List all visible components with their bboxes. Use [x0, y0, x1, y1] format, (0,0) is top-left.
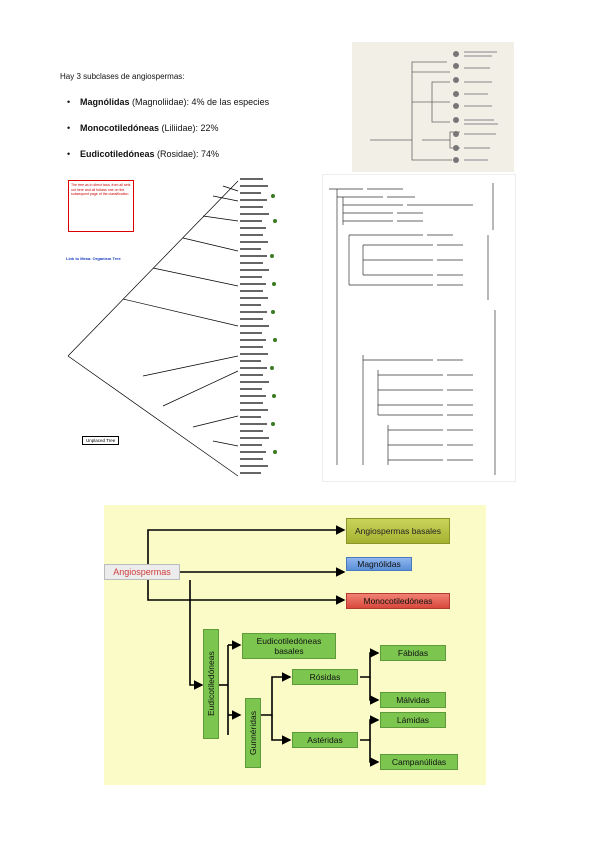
subclass-detail: (Rosidae): 74% [154, 149, 220, 159]
list-item: Monocotiledóneas (Liliidae): 22% [67, 122, 269, 148]
subclass-detail: (Magnoliidae): 4% de las especies [129, 97, 270, 107]
node-fabidas: Fábidas [380, 645, 446, 661]
node-campanulidas: Campanúlidas [380, 754, 458, 770]
node-monocotiledoneas: Monocotiledóneas [346, 593, 450, 609]
classification-diagram: Angiospermas Angiospermas basales Magnól… [104, 505, 486, 785]
subclass-name: Magnólidas [80, 97, 130, 107]
node-angiospermas: Angiospermas [104, 564, 180, 580]
subclass-detail: (Liliidae): 22% [159, 123, 219, 133]
node-gunneridas: Gunnéridas [245, 698, 261, 768]
node-rosidas: Rósidas [292, 669, 358, 685]
node-lamidas: Lámidas [380, 712, 446, 728]
subclass-name: Eudicotiledóneas [80, 149, 155, 159]
tree-of-life-svg [67, 178, 277, 477]
diagram-connectors [147, 525, 380, 767]
subclass-name: Monocotiledóneas [80, 123, 160, 133]
node-magnolidas: Magnólidas [346, 557, 412, 571]
phylogeny-small-svg [370, 51, 498, 163]
unplaced-tree-button[interactable]: Unplaced Tree [82, 436, 120, 445]
cladogram-image [322, 174, 516, 482]
node-malvidas: Málvidas [380, 692, 446, 708]
node-angiospermas-basales: Angiospermas basales [346, 518, 450, 544]
organism-tree-link[interactable]: Link to Mesa: Organism Tree [66, 256, 121, 261]
list-item: Magnólidas (Magnoliidae): 4% de las espe… [67, 96, 270, 122]
list-item: Eudicotiledóneas (Rosidae): 74% [67, 148, 269, 174]
intro-text: Hay 3 subclases de angiospermas: [60, 72, 185, 81]
cladogram-svg [329, 183, 496, 475]
phylogeny-thumbnail-small [352, 42, 514, 172]
node-eudicotiledoneas: Eudicotiledóneas [203, 629, 219, 739]
note-box: The tree as in direct taxa, from all set… [68, 180, 134, 232]
node-eudicotiledoneas-basales: Eudicotiledóneas basales [242, 633, 336, 659]
subclass-list: Magnólidas (Magnoliidae): 4% de las espe… [67, 96, 270, 174]
node-asteridas: Astéridas [292, 732, 358, 748]
